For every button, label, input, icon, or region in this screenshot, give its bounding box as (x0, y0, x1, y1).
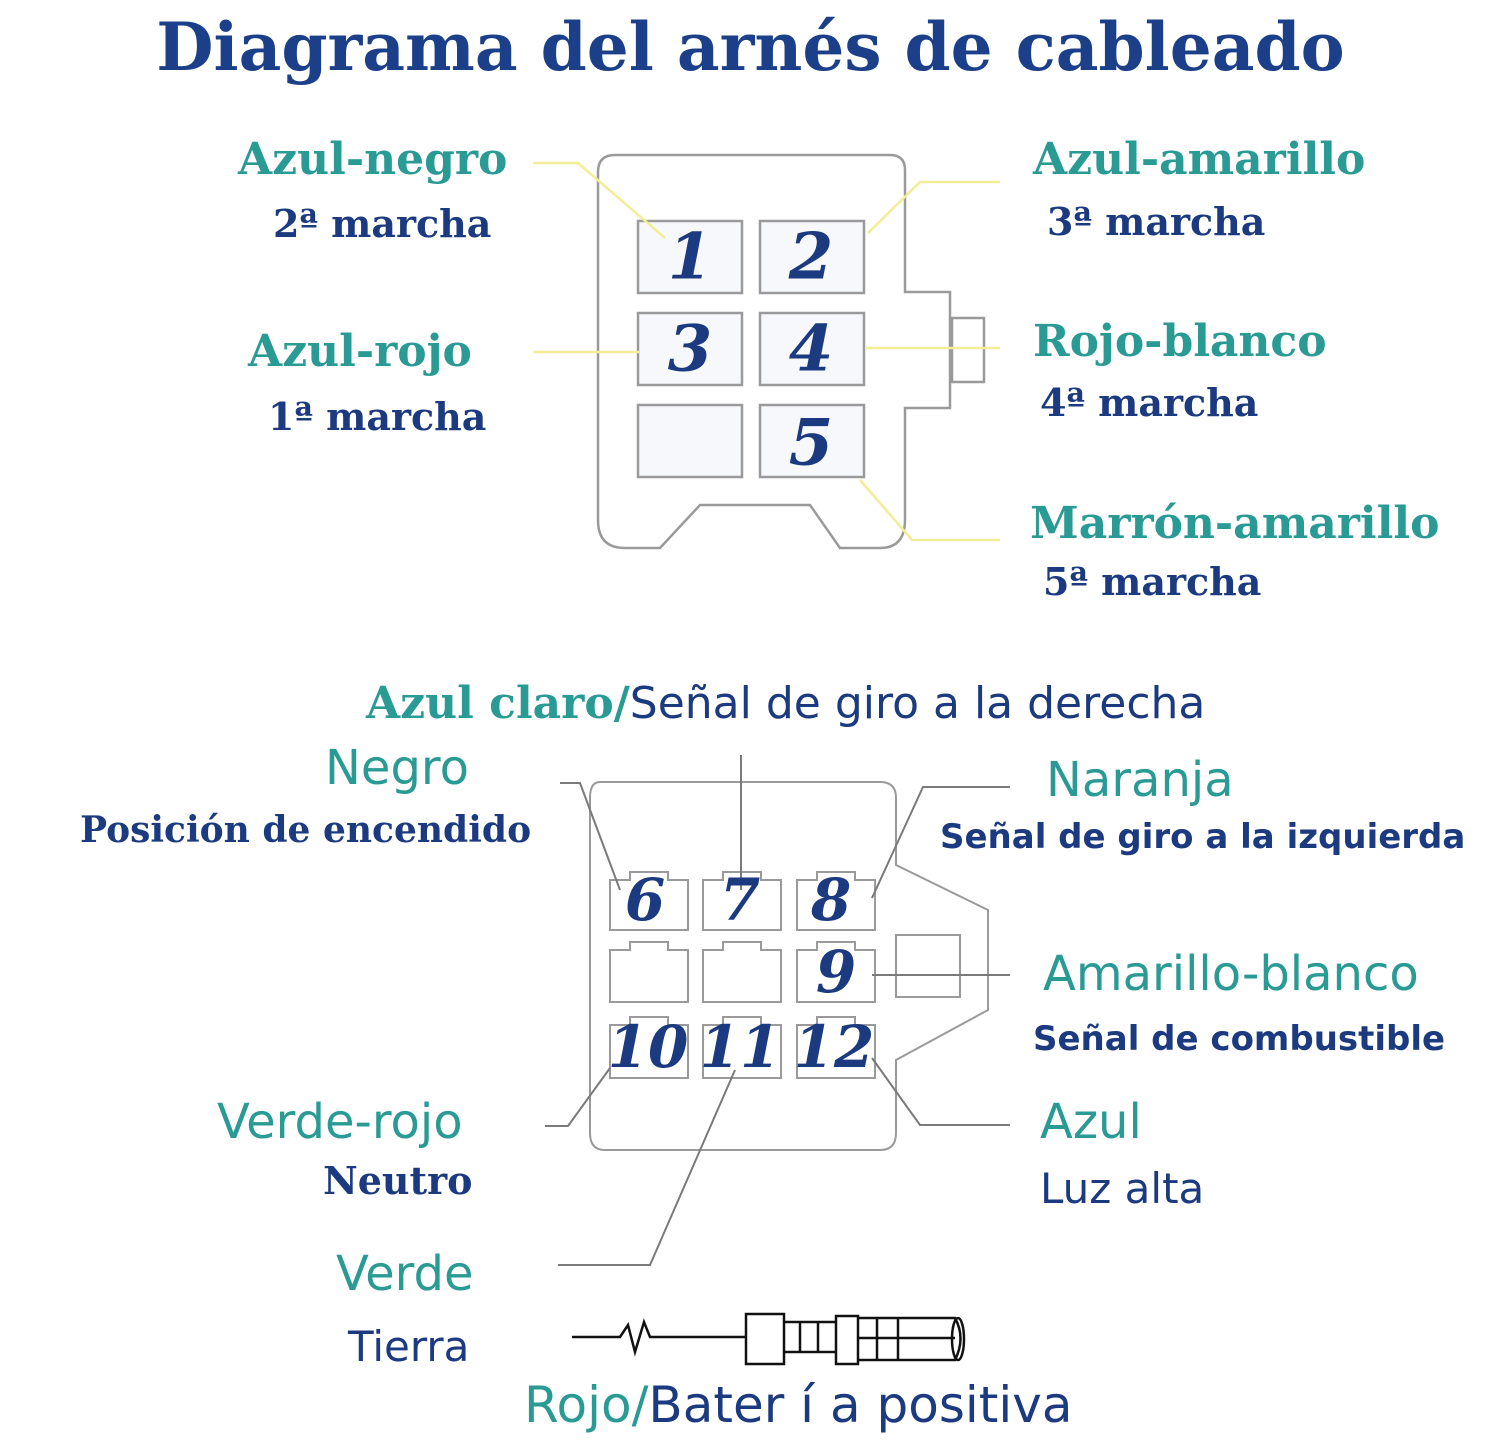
label-pin-2-function: 3ª marcha (1047, 199, 1266, 244)
bottom-connector-latch (895, 934, 961, 998)
label-pin-10-wire: Verde-rojo (217, 1094, 463, 1150)
label-battery-function: Bater í a positiva (648, 1376, 1073, 1434)
label-pin-8-wire: Naranja (1046, 752, 1234, 808)
label-pin-3-function: 1ª marcha (268, 394, 487, 439)
bottom-leader-lines (545, 755, 1010, 1266)
label-pin-4-wire: Rojo-blanco (1033, 316, 1327, 367)
terminal-end (950, 1316, 966, 1362)
label-battery-wire: Rojo/ (524, 1376, 649, 1434)
slot-blank-b (702, 941, 782, 1003)
slot-9 (796, 941, 876, 1003)
top-pin-2-slot (758, 219, 866, 295)
leader-pin-8 (871, 786, 1010, 899)
slot-blank-a (609, 941, 689, 1003)
label-pin-9-function: Señal de combustible (1033, 1019, 1446, 1059)
pin-12: 12 (794, 1013, 875, 1081)
terminal-body (744, 1312, 786, 1366)
label-pin-1-function: 2ª marcha (273, 201, 492, 246)
top-empty-slot (636, 403, 744, 479)
label-pin-7-function: Señal de giro a la derecha (629, 678, 1206, 729)
page-title: Diagrama del arnés de cableado (156, 8, 1345, 86)
pin-11: 11 (700, 1013, 781, 1081)
top-connector (596, 153, 986, 550)
label-pin-10-function: Neutro (323, 1158, 473, 1203)
top-pin-3-slot (636, 311, 744, 387)
leader-pin-2 (867, 180, 1000, 234)
pin-7: 7 (720, 866, 760, 934)
pin-6: 6 (625, 866, 665, 934)
slot-7 (702, 871, 782, 931)
leader-pin-1 (533, 161, 666, 239)
pin-10: 10 (608, 1013, 689, 1081)
pin-5: 5 (789, 406, 834, 481)
top-connector-housing (596, 153, 952, 550)
label-pin-12-wire: Azul (1040, 1094, 1142, 1150)
slot-8 (796, 871, 876, 931)
leader-pin-12 (871, 1057, 1010, 1126)
leader-pin-11 (558, 1069, 736, 1266)
pin-2: 2 (788, 220, 834, 295)
label-pin-5-function: 5ª marcha (1043, 559, 1262, 604)
leader-pin-6 (560, 782, 621, 891)
bottom-connector (589, 781, 989, 1151)
pin-8: 8 (810, 866, 851, 934)
terminal-collar (834, 1314, 860, 1366)
slot-10 (609, 1016, 689, 1079)
label-pin-5-wire: Marrón-amarillo (1030, 498, 1440, 549)
label-pin-7-wire: Azul claro/ (366, 678, 630, 729)
label-pin-6-function: Posición de encendido (80, 809, 532, 851)
pin-1: 1 (668, 220, 713, 295)
top-pin-1-slot (636, 219, 744, 295)
label-pin-7: Azul claro/Señal de giro a la derecha (366, 682, 1205, 726)
battery-wire (572, 1318, 746, 1357)
leader-pin-5 (859, 479, 1000, 542)
label-pin-9-wire: Amarillo-blanco (1043, 946, 1419, 1002)
label-pin-11-wire: Verde (336, 1246, 474, 1302)
label-pin-2-wire: Azul-amarillo (1033, 134, 1366, 185)
top-pin-5-slot (758, 403, 866, 479)
top-pin-4-slot (758, 311, 866, 387)
label-pin-6-wire: Negro (325, 740, 469, 796)
terminal-tip (858, 1316, 962, 1362)
label-pin-11-function: Tierra (348, 1322, 470, 1371)
label-pin-3-wire: Azul-rojo (248, 326, 472, 377)
terminal-sleeve (784, 1320, 836, 1354)
bottom-connector-housing (589, 781, 989, 1151)
slot-12 (796, 1016, 876, 1079)
top-leader-lines (533, 161, 1000, 542)
battery-terminal (572, 1312, 966, 1366)
top-pin-numbers: 1 2 3 4 5 (668, 220, 834, 481)
label-pin-8-function: Señal de giro a la izquierda (940, 817, 1466, 857)
label-pin-12-function: Luz alta (1040, 1164, 1205, 1213)
label-pin-4-function: 4ª marcha (1040, 380, 1259, 425)
pin-3: 3 (668, 312, 713, 387)
bottom-pin-numbers: 6 7 8 9 10 11 12 (608, 866, 875, 1081)
top-connector-latch (950, 316, 986, 384)
label-battery: Rojo/Bater í a positiva (524, 1380, 1073, 1430)
leader-pin-10 (545, 1067, 611, 1127)
slot-6 (609, 871, 689, 931)
bottom-slots (609, 871, 876, 1079)
label-pin-1-wire: Azul-negro (238, 134, 508, 185)
pin-9: 9 (816, 938, 856, 1006)
slot-11 (702, 1016, 782, 1079)
pin-4: 4 (789, 312, 834, 387)
